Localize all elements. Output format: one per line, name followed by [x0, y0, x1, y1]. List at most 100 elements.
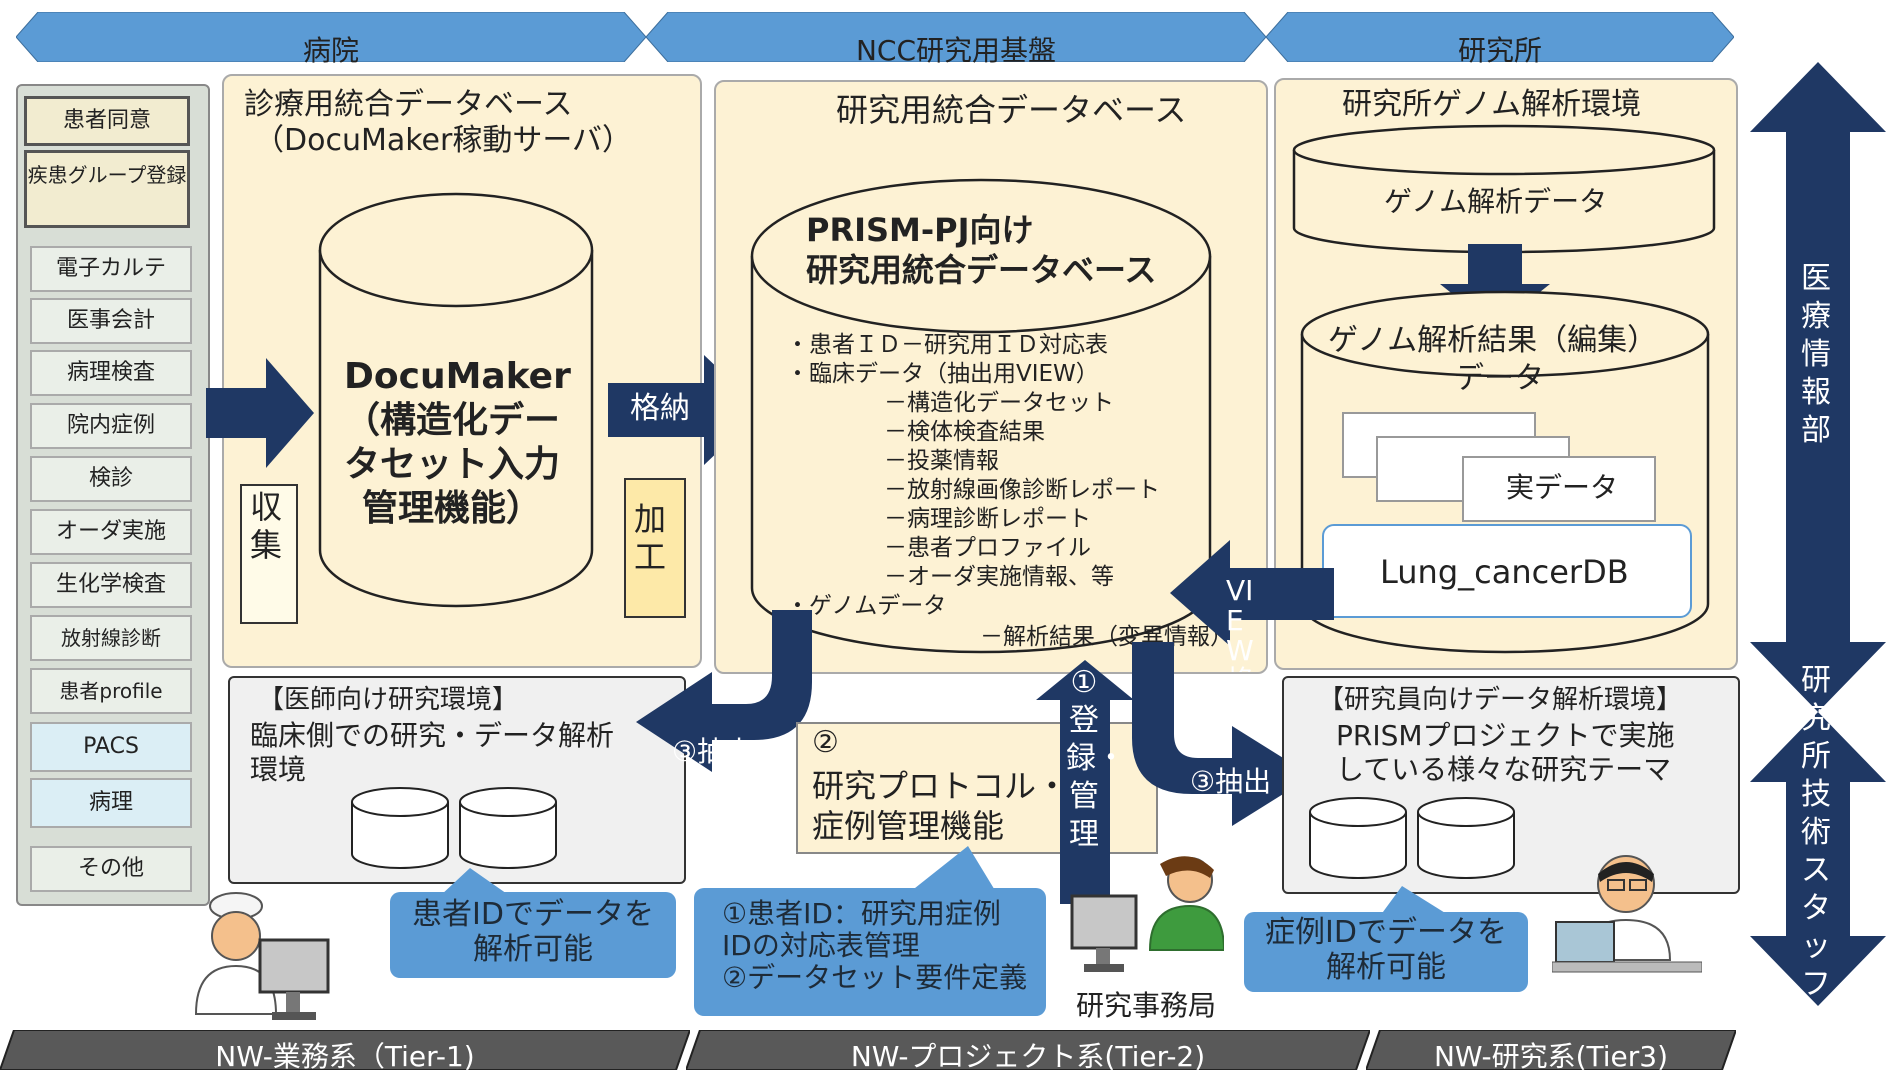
source-item-pathology-test: 病理検査 [30, 350, 192, 396]
lung-cancer-db-label: Lung_cancerDB [1380, 553, 1629, 591]
prism-db-cylinder [750, 178, 1212, 654]
right-double-arrow [1750, 62, 1886, 1006]
prism-line-1: ・患者ＩＤ－研究用ＩＤ対応表 [786, 332, 1108, 358]
view-store-label: VIEW格納 [1226, 576, 1270, 672]
research-db-title: 研究用統合データベース [836, 91, 1187, 129]
source-item-other: その他 [30, 846, 192, 892]
band-ncc: NCC研究用基盤 [646, 12, 1266, 67]
collect-arrow [206, 358, 314, 468]
mgmt-callout-line1: ①患者ID：研究用症例 [722, 897, 1001, 930]
researcher-env-db-icons [1309, 797, 1515, 879]
institute-staff-text: 研究所技術スタッフ [1801, 663, 1831, 1002]
doctor-env-title: 【医師向け研究環境】 [258, 685, 519, 715]
case-callout-tail [1380, 886, 1450, 916]
view-store-arrow [1170, 540, 1334, 646]
office-workstation-icon [1070, 856, 1224, 972]
doctor-env-panel [228, 676, 686, 884]
genome-data-cylinder [1292, 124, 1716, 254]
prism-line-3: －構造化データセット [884, 390, 1114, 416]
store-label: 格納 [630, 391, 690, 426]
prism-line-11: －解析結果（変異情報） [980, 624, 1233, 650]
source-item-emr: 電子カルテ [30, 246, 192, 292]
source-item-patient-profile: 患者profile [30, 668, 192, 714]
network-tier2: NW-プロジェクト系(Tier-2) [686, 1030, 1370, 1073]
genome-result-label-1: ゲノム解析結果（編集） [1328, 323, 1658, 358]
real-data-label: 実データ [1506, 471, 1619, 504]
network-tier1-label: NW-業務系（Tier-1) [215, 1040, 475, 1073]
medical-info-dept-text: 医療情報部 [1801, 261, 1831, 448]
extract-left-arrow [636, 610, 812, 772]
view-store-label-text: VIEW格納 [1226, 576, 1254, 672]
mgmt-callout-line2: IDの対応表管理 [722, 929, 920, 963]
mgmt-callout-tail [910, 846, 996, 892]
documaker-label-4: 管理機能） [362, 488, 543, 529]
register-up-arrow [1036, 660, 1134, 904]
clinical-db-title: 診療用統合データベース [244, 87, 573, 122]
source-item-order: オーダ実施 [30, 509, 192, 555]
patient-callout-line1: 患者IDでデータを [412, 897, 654, 932]
documaker-label-3: タセット入力 [344, 444, 561, 485]
band-hospital: 病院 [16, 12, 646, 67]
register-text: ①登録・管理 [1066, 665, 1126, 852]
researcher-env-line2: PRISMプロジェクトで実施 [1336, 719, 1675, 752]
source-item-radiology: 放射線診断 [30, 615, 192, 661]
prism-line-10: ・ゲノムデータ [786, 593, 947, 619]
real-data-sheet [1462, 456, 1656, 522]
process-box [624, 478, 686, 618]
source-item-checkup: 検診 [30, 456, 192, 502]
case-callout: 症例IDでデータを 解析可能 [1244, 912, 1528, 992]
source-item-hospital-cases: 院内症例 [30, 403, 192, 449]
case-callout-line2: 解析可能 [1326, 949, 1446, 985]
mgmt-callout-line3: ②データセット要件定義 [722, 961, 1028, 995]
extract-left-label: ③抽出 [672, 735, 754, 768]
network-tier1: NW-業務系（Tier-1) [0, 1030, 690, 1073]
band-ncc-label: NCC研究用基盤 [855, 34, 1057, 67]
extract-right-label: ③抽出 [1190, 765, 1272, 798]
register-label: ①登録・管理 [1066, 664, 1126, 854]
documaker-label-2: （構造化デー [344, 400, 561, 441]
source-item-pacs: PACS [30, 722, 192, 772]
genome-env-title: 研究所ゲノム解析環境 [1342, 87, 1642, 122]
genome-data-label: ゲノム解析データ [1384, 185, 1608, 218]
source-item-consent: 患者同意 [24, 96, 190, 146]
source-item-biochem: 生化学検査 [30, 562, 192, 608]
source-item-disease-group-label: 疾患グループ登録 [27, 163, 187, 187]
patient-callout-tail [440, 868, 510, 896]
prism-line-6: －放射線画像診断レポート [884, 477, 1160, 503]
doctor-env-line2: 臨床側での研究・データ解析 [250, 719, 615, 752]
documaker-label-1: DocuMaker [344, 356, 571, 397]
protocol-num: ② [812, 725, 839, 760]
office-label: 研究事務局 [1076, 989, 1217, 1022]
genome-result-label-2: データ [1454, 361, 1544, 396]
prism-line-4: －検体検査結果 [884, 419, 1045, 445]
network-tier3-label: NW-研究系(Tier3) [1433, 1040, 1669, 1073]
doctor-workstation-icon [194, 892, 330, 1020]
researcher-env-line3: している様々な研究テーマ [1336, 753, 1672, 786]
network-tier2-label: NW-プロジェクト系(Tier-2) [850, 1040, 1206, 1073]
band-hospital-label: 病院 [302, 34, 359, 67]
source-item-accounting: 医事会計 [30, 298, 192, 344]
protocol-line2: 症例管理機能 [812, 807, 1005, 845]
prism-line-8: －患者プロファイル [884, 535, 1091, 561]
band-institute-label: 研究所 [1457, 34, 1542, 67]
researcher-workstation-icon [1552, 855, 1702, 973]
protocol-line1: 研究プロトコル・ [812, 767, 1069, 805]
prism-line-5: －投薬情報 [884, 448, 999, 474]
lung-cancer-db-box [1322, 524, 1692, 618]
patient-callout: 患者IDでデータを 解析可能 [390, 892, 676, 978]
extract-right-arrow [1132, 642, 1312, 826]
collect-label: 収集 [249, 488, 282, 564]
prism-db-title-2: 研究用統合データベース [806, 251, 1157, 289]
genome-down-arrow [1440, 244, 1550, 328]
source-item-pathology: 病理 [30, 778, 192, 828]
institute-staff-label: 研究所技術スタッフ [1798, 662, 1834, 1004]
doctor-env-db-icons [351, 787, 557, 869]
prism-db-title-1: PRISM-PJ向け [806, 211, 1034, 249]
patient-callout-line2: 解析可能 [473, 931, 593, 967]
documaker-cylinder [318, 192, 594, 608]
prism-line-9: －オーダ実施情報、等 [884, 564, 1114, 590]
doctor-env-line3: 環境 [250, 753, 307, 786]
prism-line-2: ・臨床データ（抽出用VIEW） [786, 361, 1099, 387]
process-label: 加工 [633, 500, 666, 576]
source-item-disease-group: 疾患グループ登録 [24, 150, 190, 228]
